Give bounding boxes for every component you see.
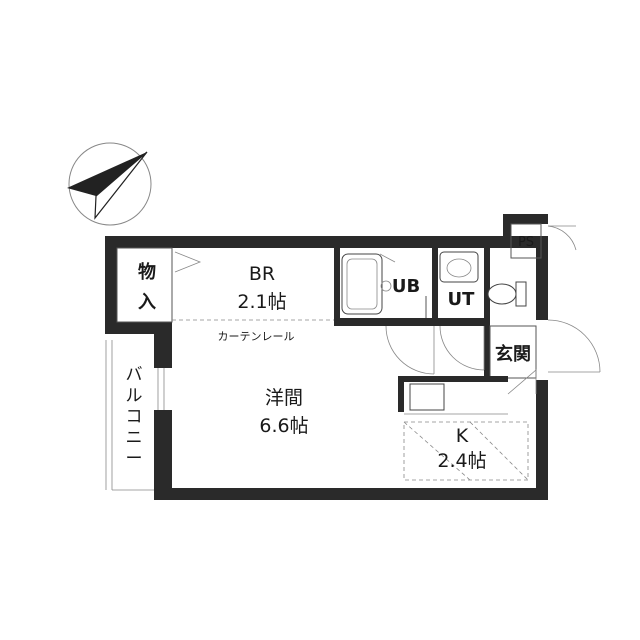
closet-label-bottom: 入 [138, 292, 156, 313]
ub-label: UB [392, 276, 420, 297]
balcony-char-4: ニ [126, 428, 143, 448]
main-room-size: 6.6帖 [259, 415, 308, 437]
ut-label: UT [448, 289, 476, 310]
closet: 物 入 [116, 247, 202, 323]
outer-walls [105, 214, 548, 500]
toilet-room: UT [438, 244, 527, 326]
balcony-char-3: コ [126, 407, 143, 427]
closet-label-top: 物 [138, 261, 156, 283]
curtain-rail-label: カーテンレール [218, 330, 295, 343]
ps-label: PS [518, 235, 534, 250]
unit-bath: UB [334, 244, 438, 326]
entrance: 玄関 [484, 319, 601, 395]
kitchen: K 2.4帖 [398, 376, 529, 481]
balcony-char-2: ル [126, 386, 143, 406]
balcony-char-1: バ [126, 365, 143, 385]
pipe-space: PS [510, 223, 577, 259]
north-arrow-icon [67, 142, 152, 226]
balcony: バ ル コ ニ ー [105, 340, 165, 491]
balcony-char-5: ー [126, 449, 143, 469]
kitchen-size: 2.4帖 [437, 450, 486, 472]
entrance-label: 玄関 [495, 343, 531, 365]
main-room-name: 洋間 [265, 387, 303, 409]
br-size: 2.1帖 [237, 291, 286, 313]
br-name: BR [249, 263, 275, 285]
kitchen-name: K [456, 425, 469, 447]
